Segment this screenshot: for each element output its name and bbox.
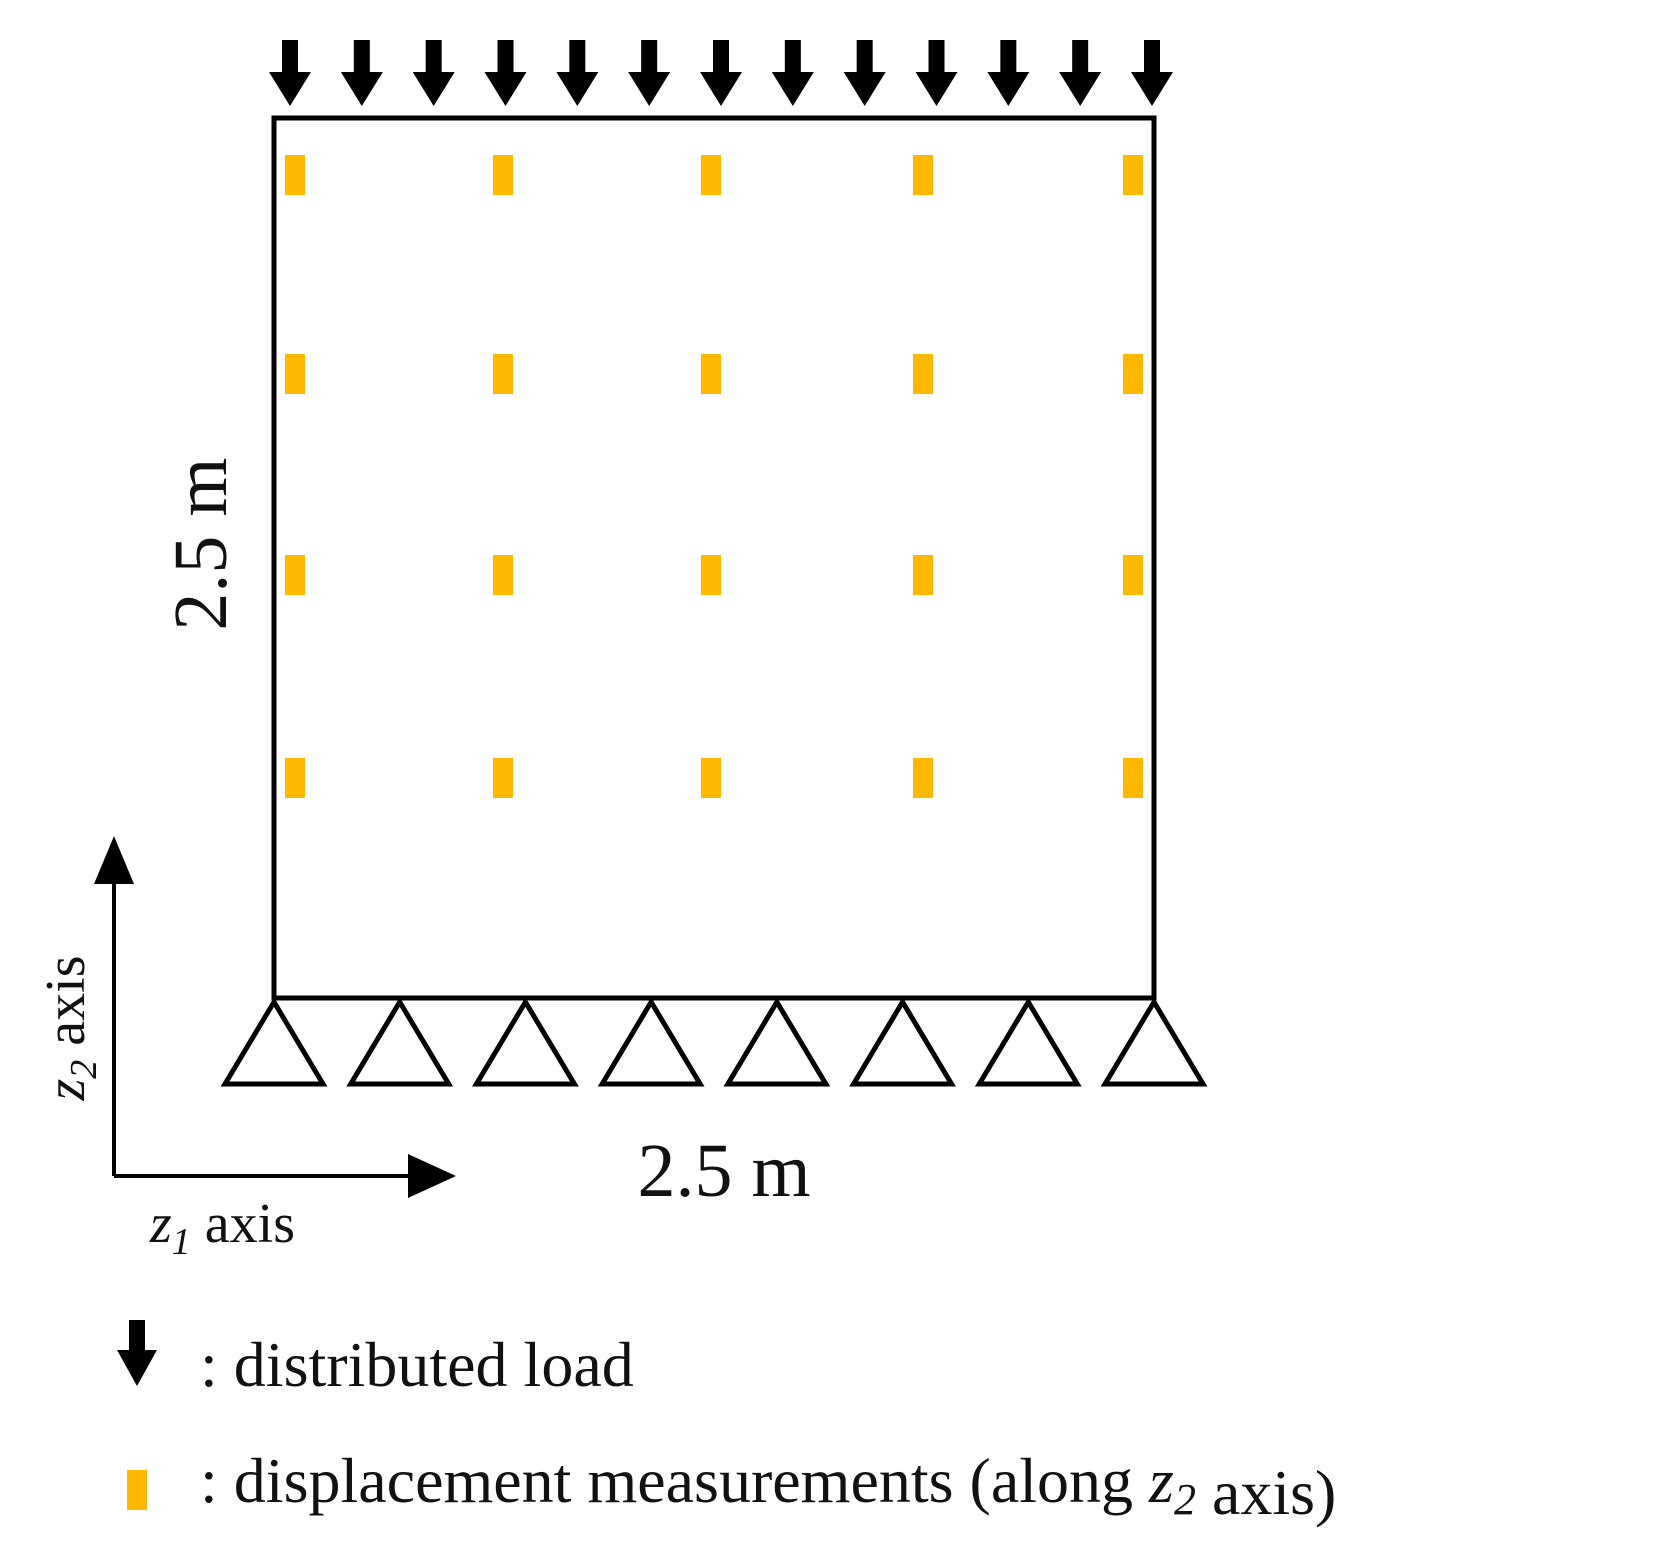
displacement-sensor [701,758,721,798]
z1-axis-label: z1 axis [149,1193,295,1263]
load-arrow [987,40,1030,106]
displacement-sensor [1123,555,1143,595]
support-triangle [597,997,705,1087]
load-arrow [340,40,383,106]
displacement-sensor [285,555,305,595]
displacement-sensor [1123,155,1143,195]
displacement-sensor [493,758,513,798]
displacement-sensor [701,155,721,195]
z1-axis-arrowhead [408,1154,456,1198]
load-arrow [843,40,886,106]
support-triangle [974,997,1082,1087]
support-triangles [220,997,1208,1087]
load-arrow [412,40,455,106]
plate-outline [271,115,1157,1001]
displacement-sensor [493,155,513,195]
load-arrow [269,40,311,106]
load-arrow [1131,40,1173,106]
displacement-sensor [285,354,305,394]
displacement-sensor [913,758,933,798]
displacement-sensor [701,354,721,394]
displacement-sensor [701,555,721,595]
load-arrow [1059,40,1102,106]
coordinate-axes: z2 axis z1 axis [35,836,456,1263]
width-dimension-label: 2.5 m [637,1129,810,1213]
legend-sensor-text: : displacement measurements (along z2 ax… [200,1445,1336,1528]
displacement-sensor [913,555,933,595]
load-arrow [700,40,742,106]
load-arrow [556,40,599,106]
legend-load-arrow-icon [117,1320,157,1386]
support-triangle [220,997,328,1087]
displacement-sensor [285,155,305,195]
load-arrow [628,40,671,106]
displacement-sensor [493,354,513,394]
z2-axis-label: z2 axis [35,955,105,1101]
support-triangle [1100,997,1208,1087]
displacement-sensor [285,758,305,798]
support-triangle [346,997,454,1087]
displacement-sensor-grid [285,155,1143,798]
distributed-load-arrows [269,40,1173,106]
legend-sensor-icon [127,1470,147,1510]
load-arrow [915,40,958,106]
load-arrow [484,40,527,106]
legend: : distributed load : displacement measur… [117,1320,1336,1528]
support-triangle [472,997,579,1087]
displacement-sensor [913,155,933,195]
z2-axis-arrowhead [94,836,134,884]
height-dimension-label: 2.5 m [159,457,243,630]
support-triangle [849,997,956,1087]
displacement-sensor [913,354,933,394]
legend-load-text: : distributed load [200,1329,634,1400]
displacement-sensor [1123,354,1143,394]
support-triangle [723,997,831,1087]
load-arrow [771,40,814,106]
displacement-sensor [1123,758,1143,798]
displacement-sensor [493,555,513,595]
